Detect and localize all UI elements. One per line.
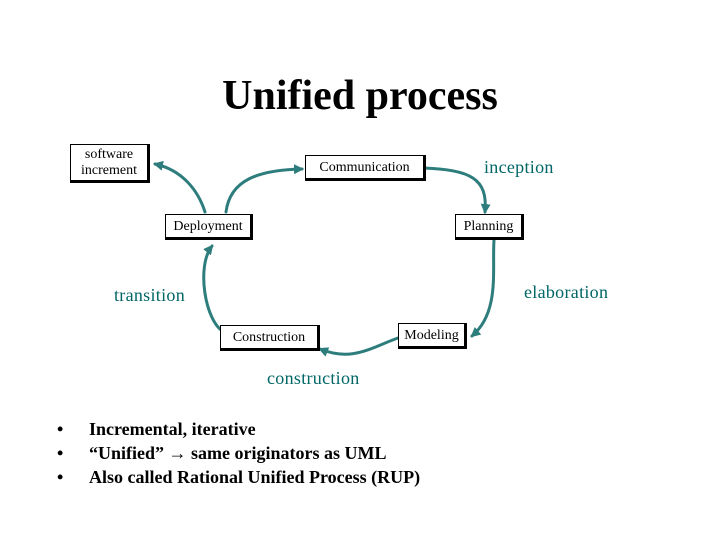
bullet-item: • “Unified” → same originators as UML xyxy=(57,441,420,465)
bullet-text: Also called Rational Unified Process (RU… xyxy=(89,467,421,487)
bullet-dot: • xyxy=(57,419,64,439)
bullet-dot: • xyxy=(57,443,64,463)
arrow-deployment-to-communication xyxy=(224,164,304,214)
bullet-dot: • xyxy=(57,467,64,487)
right-arrow-icon: → xyxy=(168,443,187,463)
node-modeling: Modeling xyxy=(398,323,467,349)
bullet-text: Incremental, iterative xyxy=(89,419,256,439)
bullet-text: same originators as UML xyxy=(191,443,387,463)
node-deployment: Deployment xyxy=(165,214,253,240)
bullet-list: • Incremental, iterative • “Unified” → s… xyxy=(57,417,420,489)
bullet-item: • Also called Rational Unified Process (… xyxy=(57,465,420,489)
arrow-modeling-to-construction xyxy=(318,336,400,357)
arrow-communication-to-planning xyxy=(422,166,491,214)
node-software-increment: software increment xyxy=(70,144,150,183)
bullet-text: “Unified” xyxy=(89,443,165,463)
node-planning: Planning xyxy=(455,214,524,240)
phase-label-elaboration: elaboration xyxy=(524,282,609,302)
arrow-construction-to-deployment xyxy=(202,244,226,334)
arrow-planning-to-modeling xyxy=(470,238,496,338)
arrow-deployment-to-software-increment xyxy=(153,160,207,214)
phase-label-construction: construction xyxy=(267,368,360,388)
phase-label-inception: inception xyxy=(484,157,554,177)
bullet-item: • Incremental, iterative xyxy=(57,417,420,441)
node-construction: Construction xyxy=(220,325,320,351)
node-communication: Communication xyxy=(305,155,426,181)
phase-label-transition: transition xyxy=(114,285,185,305)
page-title: Unified process xyxy=(222,73,498,119)
